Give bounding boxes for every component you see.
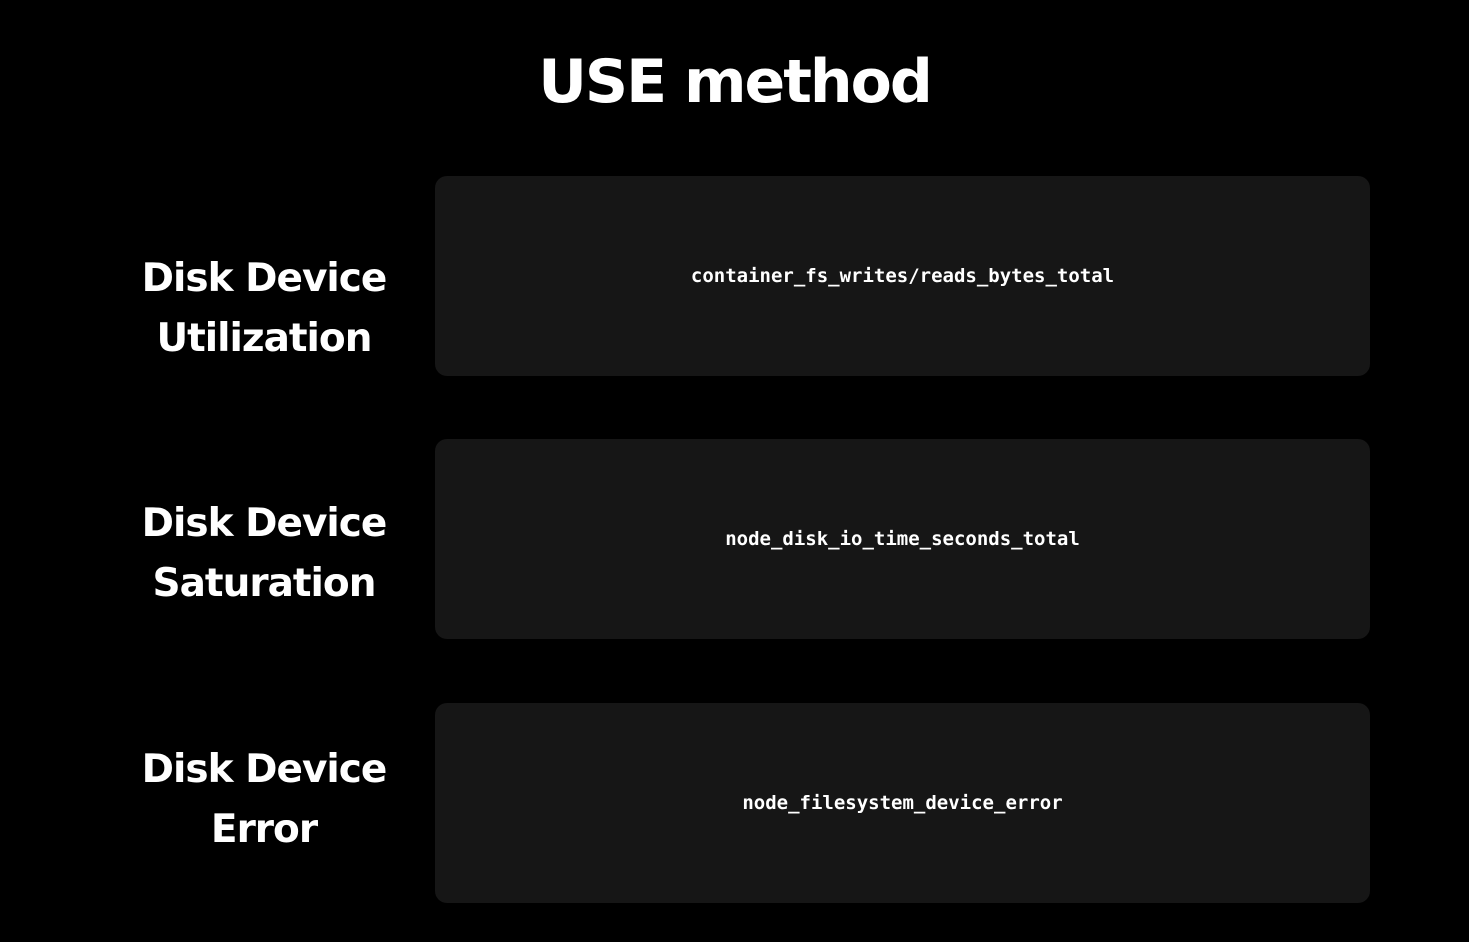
row-label-saturation: Disk Device Saturation [110, 494, 418, 614]
metric-box-saturation: node_disk_io_time_seconds_total [435, 439, 1370, 639]
row-label-line1: Disk Device [141, 256, 388, 301]
row-label-line1: Disk Device [141, 747, 388, 792]
metric-name: node_disk_io_time_seconds_total [725, 528, 1080, 550]
page-title: USE method [538, 47, 933, 117]
row-label-line2: Error [210, 807, 318, 852]
metric-box-error: node_filesystem_device_error [435, 703, 1370, 903]
metric-name: container_fs_writes/reads_bytes_total [690, 265, 1115, 287]
row-label-line2: Saturation [152, 561, 377, 606]
metric-name: node_filesystem_device_error [742, 792, 1063, 814]
row-label-error: Disk Device Error [110, 740, 418, 860]
row-label-utilization: Disk Device Utilization [110, 249, 418, 369]
row-label-line1: Disk Device [141, 501, 388, 546]
row-label-line2: Utilization [156, 316, 372, 361]
metric-box-utilization: container_fs_writes/reads_bytes_total [435, 176, 1370, 376]
